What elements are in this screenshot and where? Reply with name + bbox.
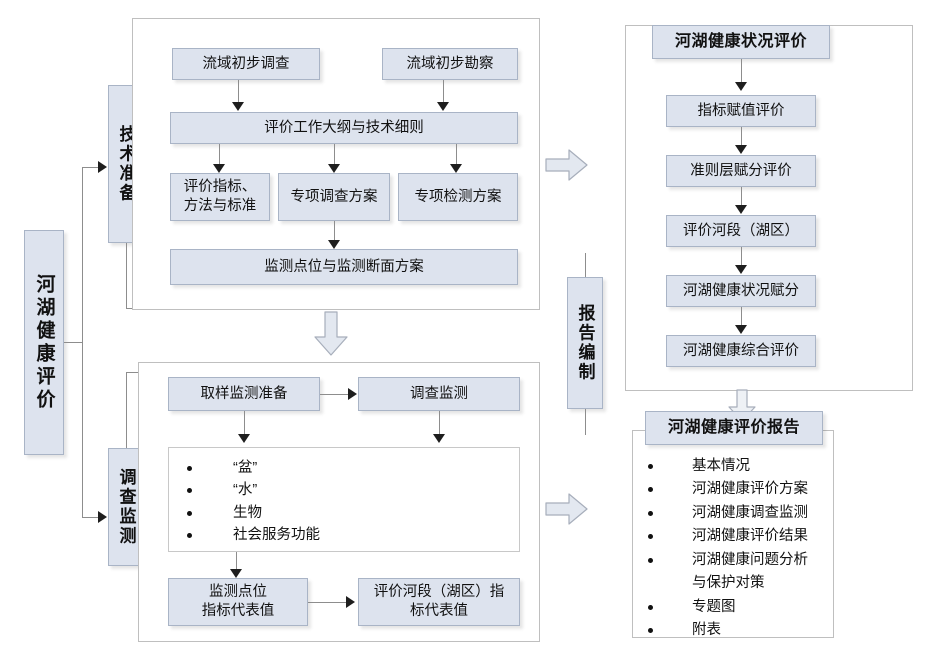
node-reach-lake-indicator-value[interactable]: 评价河段（湖区）指 标代表值	[358, 578, 520, 626]
survey-label-to-panel	[126, 372, 138, 373]
block-arrow-down-icon-main	[313, 311, 349, 357]
node-indicators-methods-standards[interactable]: 评价指标、 方法与标准	[170, 173, 270, 221]
stage-label-report-compile-text: 报告编制	[575, 304, 595, 382]
link-assess-1-2	[741, 127, 742, 147]
link-assess-header-down	[741, 59, 742, 84]
arrowhead-down-icon-assess-3	[735, 205, 747, 214]
node-survey-monitoring[interactable]: 调查监测	[358, 377, 520, 411]
arrowhead-right-icon-survey	[98, 511, 107, 523]
list-item: 河湖健康评价方案	[632, 478, 834, 501]
link-assess-4-5	[741, 307, 742, 327]
assessment-panel	[625, 25, 913, 391]
arrowhead-down-icon-assess-2	[735, 145, 747, 154]
arrowhead-down-icon-content-pointvalue	[230, 569, 242, 578]
arrowhead-down-icon-n3-n6	[450, 164, 462, 173]
assessment-panel-header: 河湖健康状况评价	[652, 25, 830, 59]
link-prep-to-survey	[320, 394, 350, 395]
stage-label-tech-prep-text: 技术准备	[116, 125, 136, 203]
stage-label-survey-monitor-text: 调查监测	[116, 468, 136, 546]
node-indicator-value-assessment[interactable]: 指标赋值评价	[666, 95, 816, 127]
list-item: 附表	[632, 619, 834, 642]
link-n3-to-n4	[219, 144, 220, 166]
report-label-down-stub	[585, 409, 586, 435]
techprep-label-down-stub	[126, 243, 127, 308]
link-prep-to-content	[244, 411, 245, 436]
arrowhead-down-icon-assess-4	[735, 265, 747, 274]
list-item: 河湖健康评价结果	[632, 525, 834, 548]
report-label-up-stub	[585, 253, 586, 277]
list-item: 河湖健康调查监测	[632, 502, 834, 525]
root-label-box: 河湖健康评价	[24, 230, 64, 455]
node-river-lake-health-scoring[interactable]: 河湖健康状况赋分	[666, 275, 816, 307]
node-evaluated-reach-lake[interactable]: 评价河段（湖区）	[666, 215, 816, 247]
report-panel	[632, 430, 834, 638]
arrowhead-down-icon-prep-content	[238, 434, 250, 443]
node-basin-preliminary-survey[interactable]: 流域初步调查	[172, 48, 320, 80]
arrowhead-right-icon-techprep	[98, 161, 107, 173]
root-label-text: 河湖健康评价	[33, 273, 55, 412]
arrowhead-down-icon-n2-n3	[437, 102, 449, 111]
survey-content-list-box: “盆” “水” 生物 社会服务功能	[168, 447, 520, 552]
node-river-lake-health-comprehensive-assessment[interactable]: 河湖健康综合评价	[666, 335, 816, 367]
list-item: “水”	[169, 479, 519, 501]
arrowhead-down-icon-survey-content	[433, 434, 445, 443]
arrowhead-down-icon-assess-5	[735, 325, 747, 334]
link-assess-2-3	[741, 187, 742, 207]
arrowhead-down-icon-n5-n7	[328, 240, 340, 249]
survey-content-list: “盆” “水” 生物 社会服务功能	[169, 457, 519, 547]
root-trunk-horizontal	[64, 342, 82, 343]
node-basin-preliminary-reconnaissance[interactable]: 流域初步勘察	[382, 48, 518, 80]
link-n2-to-n3	[443, 80, 444, 104]
node-sampling-monitoring-preparation[interactable]: 取样监测准备	[168, 377, 320, 411]
root-branch-top	[82, 167, 100, 168]
link-n3-to-n5	[334, 144, 335, 166]
arrowhead-down-icon-n1-n3	[232, 102, 244, 111]
block-arrow-right-icon-top	[545, 148, 589, 182]
arrowhead-right-icon-prep-survey	[348, 388, 357, 400]
block-arrow-right-icon-bottom	[545, 492, 589, 526]
arrowhead-down-icon-n3-n4	[213, 164, 225, 173]
arrowhead-down-icon-assess-1	[735, 82, 747, 91]
link-survey-to-content	[439, 411, 440, 436]
link-content-to-pointvalue	[236, 552, 237, 571]
link-assess-3-4	[741, 247, 742, 267]
report-panel-header: 河湖健康评价报告	[645, 411, 823, 445]
arrowhead-down-icon-n3-n5	[328, 164, 340, 173]
report-content-list: 基本情况 河湖健康评价方案 河湖健康调查监测 河湖健康评价结果 河湖健康问题分析…	[632, 455, 834, 643]
link-n1-to-n3	[238, 80, 239, 104]
list-item-continuation: 与保护对策	[692, 575, 765, 592]
node-monitoring-points-and-sections-plan[interactable]: 监测点位与监测断面方案	[170, 249, 518, 285]
node-evaluation-outline-and-technical-rules[interactable]: 评价工作大纲与技术细则	[170, 112, 518, 144]
root-branch-bottom	[82, 517, 100, 518]
node-special-testing-plan[interactable]: 专项检测方案	[398, 173, 518, 221]
survey-label-up-stub	[126, 372, 127, 448]
link-n5-to-n7	[334, 221, 335, 242]
list-item: 基本情况	[632, 455, 834, 478]
stage-label-report-compile: 报告编制	[567, 277, 603, 409]
root-trunk-vertical	[82, 167, 83, 517]
link-n3-to-n6	[456, 144, 457, 166]
list-item: 生物	[169, 502, 519, 524]
list-item: “盆”	[169, 457, 519, 479]
list-item: 专题图	[632, 596, 834, 619]
node-special-survey-plan[interactable]: 专项调查方案	[278, 173, 390, 221]
list-item: 河湖健康问题分析	[632, 549, 834, 572]
arrowhead-right-icon-pointvalue-reachvalue	[346, 596, 355, 608]
node-monitoring-point-indicator-value[interactable]: 监测点位 指标代表值	[168, 578, 308, 626]
list-item: 社会服务功能	[169, 524, 519, 546]
link-pointvalue-to-reachvalue	[308, 602, 348, 603]
node-criteria-layer-scoring[interactable]: 准则层赋分评价	[666, 155, 816, 187]
